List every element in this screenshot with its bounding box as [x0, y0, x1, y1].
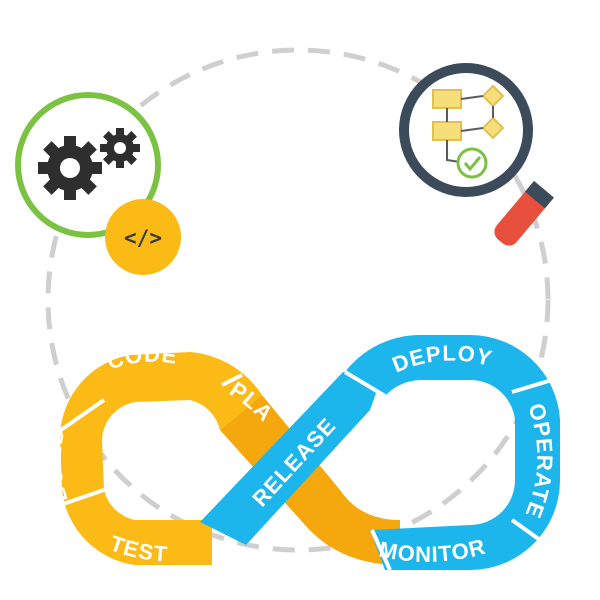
ops-divider — [510, 518, 542, 542]
dev-divider — [56, 398, 106, 434]
dev-loop-ring — [60, 352, 262, 565]
magnifying-glass-flowchart-icon — [399, 63, 554, 246]
ops-loop-ring — [345, 334, 560, 570]
ops-divider — [343, 370, 387, 398]
code-glyph: </> — [124, 226, 162, 250]
code-brackets-icon — [105, 199, 181, 275]
release-strand — [200, 368, 385, 545]
gears-badge: </> — [15, 92, 181, 275]
dev-loop-crossing — [220, 395, 400, 565]
dashed-orbit-circle — [45, 47, 551, 553]
gears-icon — [38, 128, 140, 200]
ops-divider — [511, 378, 553, 394]
ops-divider — [370, 529, 392, 571]
dev-loop: CODE BUILD TEST PLAN — [56, 352, 400, 565]
flowchart-icon — [432, 84, 505, 163]
dev-divider — [221, 373, 243, 387]
checkmark-icon — [456, 147, 488, 179]
checkmark-tick — [463, 156, 482, 172]
dev-divider — [59, 488, 105, 507]
